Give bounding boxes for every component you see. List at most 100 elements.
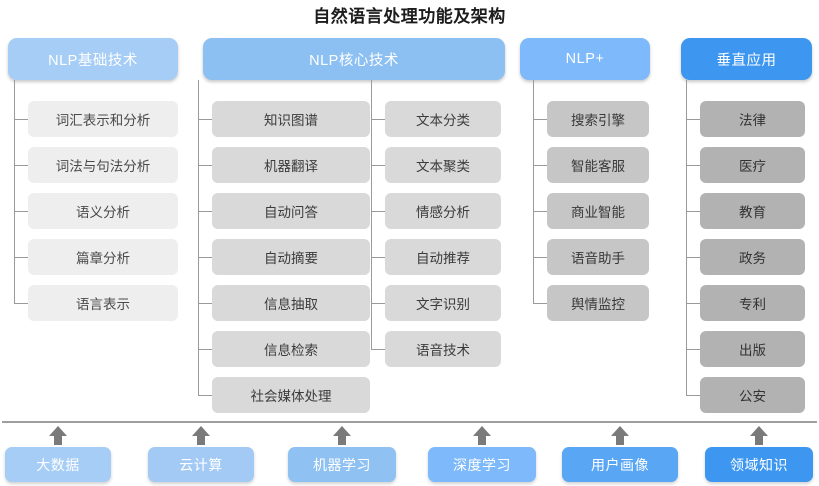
leaf-item-nlp-core[interactable]: 机器翻译 [212, 147, 370, 183]
leaf-item-nlp-core[interactable]: 情感分析 [385, 193, 501, 229]
connector-line [686, 165, 700, 166]
connector-line [686, 257, 700, 258]
connector-line [686, 211, 700, 212]
foundation-box-label: 机器学习 [313, 456, 371, 473]
leaf-item-vertical-apps[interactable]: 专利 [700, 285, 805, 321]
leaf-item-nlp-plus[interactable]: 语音助手 [547, 239, 649, 275]
connector-line [198, 119, 212, 120]
connector-line [14, 119, 28, 120]
leaf-item-label: 信息检索 [264, 343, 318, 358]
connector-line [14, 165, 28, 166]
leaf-item-nlp-core[interactable]: 文本分类 [385, 101, 501, 137]
connector-line [686, 303, 700, 304]
column-header-label: 垂直应用 [716, 52, 777, 69]
connector-line [198, 165, 212, 166]
connector-trunk [198, 80, 199, 395]
leaf-item-label: 机器翻译 [264, 159, 318, 174]
column-header-label: NLP核心技术 [309, 52, 399, 69]
leaf-item-nlp-core[interactable]: 自动推荐 [385, 239, 501, 275]
connector-line [198, 395, 212, 396]
column-header-label: NLP基础技术 [48, 52, 138, 69]
leaf-item-nlp-core[interactable]: 自动摘要 [212, 239, 370, 275]
foundation-box[interactable]: 领域知识 [705, 447, 813, 482]
connector-line [371, 349, 385, 350]
leaf-item-label: 语音技术 [416, 343, 470, 358]
column-header-label: NLP+ [565, 51, 605, 67]
leaf-item-vertical-apps[interactable]: 教育 [700, 193, 805, 229]
leaf-item-label: 语言表示 [76, 297, 130, 312]
column-header-nlp-plus[interactable]: NLP+ [520, 38, 650, 80]
leaf-item-label: 文字识别 [416, 297, 470, 312]
foundation-box[interactable]: 云计算 [148, 447, 254, 482]
connector-line [533, 257, 547, 258]
leaf-item-label: 法律 [739, 113, 766, 128]
leaf-item-vertical-apps[interactable]: 法律 [700, 101, 805, 137]
connector-line [371, 165, 385, 166]
leaf-item-label: 出版 [739, 343, 766, 358]
leaf-item-nlp-core[interactable]: 语音技术 [385, 331, 501, 367]
column-header-nlp-core[interactable]: NLP核心技术 [203, 38, 505, 80]
column-header-vertical-apps[interactable]: 垂直应用 [681, 38, 812, 80]
leaf-item-label: 词汇表示和分析 [55, 113, 151, 128]
connector-line [198, 303, 212, 304]
leaf-item-nlp-core[interactable]: 信息检索 [212, 331, 370, 367]
connector-line [533, 165, 547, 166]
connector-line [533, 119, 547, 120]
leaf-item-nlp-plus[interactable]: 商业智能 [547, 193, 649, 229]
leaf-item-nlp-basic[interactable]: 语言表示 [28, 285, 178, 321]
leaf-item-label: 自动推荐 [416, 251, 470, 266]
foundation-box[interactable]: 大数据 [5, 447, 111, 482]
connector-trunk [686, 80, 687, 395]
connector-line [371, 119, 385, 120]
leaf-item-label: 文本聚类 [416, 159, 470, 174]
leaf-item-nlp-core[interactable]: 社会媒体处理 [212, 377, 370, 413]
connector-line [198, 257, 212, 258]
leaf-item-label: 商业智能 [571, 205, 625, 220]
leaf-item-vertical-apps[interactable]: 政务 [700, 239, 805, 275]
leaf-item-nlp-basic[interactable]: 篇章分析 [28, 239, 178, 275]
connector-line [533, 303, 547, 304]
leaf-item-nlp-plus[interactable]: 搜索引擎 [547, 101, 649, 137]
leaf-item-label: 篇章分析 [76, 251, 130, 266]
leaf-item-nlp-core[interactable]: 文本聚类 [385, 147, 501, 183]
foundation-box[interactable]: 用户画像 [562, 447, 678, 482]
leaf-item-nlp-plus[interactable]: 舆情监控 [547, 285, 649, 321]
connector-line [14, 303, 28, 304]
leaf-item-label: 语音助手 [571, 251, 625, 266]
column-header-nlp-basic[interactable]: NLP基础技术 [8, 38, 178, 80]
foundation-box-label: 领域知识 [730, 456, 788, 473]
leaf-item-nlp-core[interactable]: 信息抽取 [212, 285, 370, 321]
connector-line [198, 211, 212, 212]
leaf-item-nlp-core[interactable]: 自动问答 [212, 193, 370, 229]
leaf-item-label: 语义分析 [76, 205, 130, 220]
leaf-item-label: 公安 [739, 389, 766, 404]
connector-trunk [371, 80, 372, 349]
foundation-box-label: 云计算 [179, 456, 223, 473]
leaf-item-label: 社会媒体处理 [250, 389, 332, 404]
leaf-item-nlp-core[interactable]: 文字识别 [385, 285, 501, 321]
connector-trunk [533, 80, 534, 303]
connector-line [686, 119, 700, 120]
connector-line [198, 349, 212, 350]
leaf-item-label: 自动问答 [264, 205, 318, 220]
connector-line [533, 211, 547, 212]
foundation-box[interactable]: 深度学习 [428, 447, 536, 482]
connector-line [371, 257, 385, 258]
leaf-item-nlp-basic[interactable]: 语义分析 [28, 193, 178, 229]
leaf-item-vertical-apps[interactable]: 公安 [700, 377, 805, 413]
leaf-item-nlp-basic[interactable]: 词汇表示和分析 [28, 101, 178, 137]
leaf-item-nlp-plus[interactable]: 智能客服 [547, 147, 649, 183]
leaf-item-nlp-basic[interactable]: 词法与句法分析 [28, 147, 178, 183]
connector-trunk [14, 80, 15, 303]
leaf-item-vertical-apps[interactable]: 出版 [700, 331, 805, 367]
foundation-divider [2, 421, 817, 423]
leaf-item-vertical-apps[interactable]: 医疗 [700, 147, 805, 183]
foundation-box[interactable]: 机器学习 [288, 447, 396, 482]
leaf-item-label: 文本分类 [416, 113, 470, 128]
connector-line [371, 303, 385, 304]
leaf-item-label: 情感分析 [416, 205, 470, 220]
leaf-item-label: 搜索引擎 [571, 113, 625, 128]
leaf-item-label: 自动摘要 [264, 251, 318, 266]
leaf-item-nlp-core[interactable]: 知识图谱 [212, 101, 370, 137]
